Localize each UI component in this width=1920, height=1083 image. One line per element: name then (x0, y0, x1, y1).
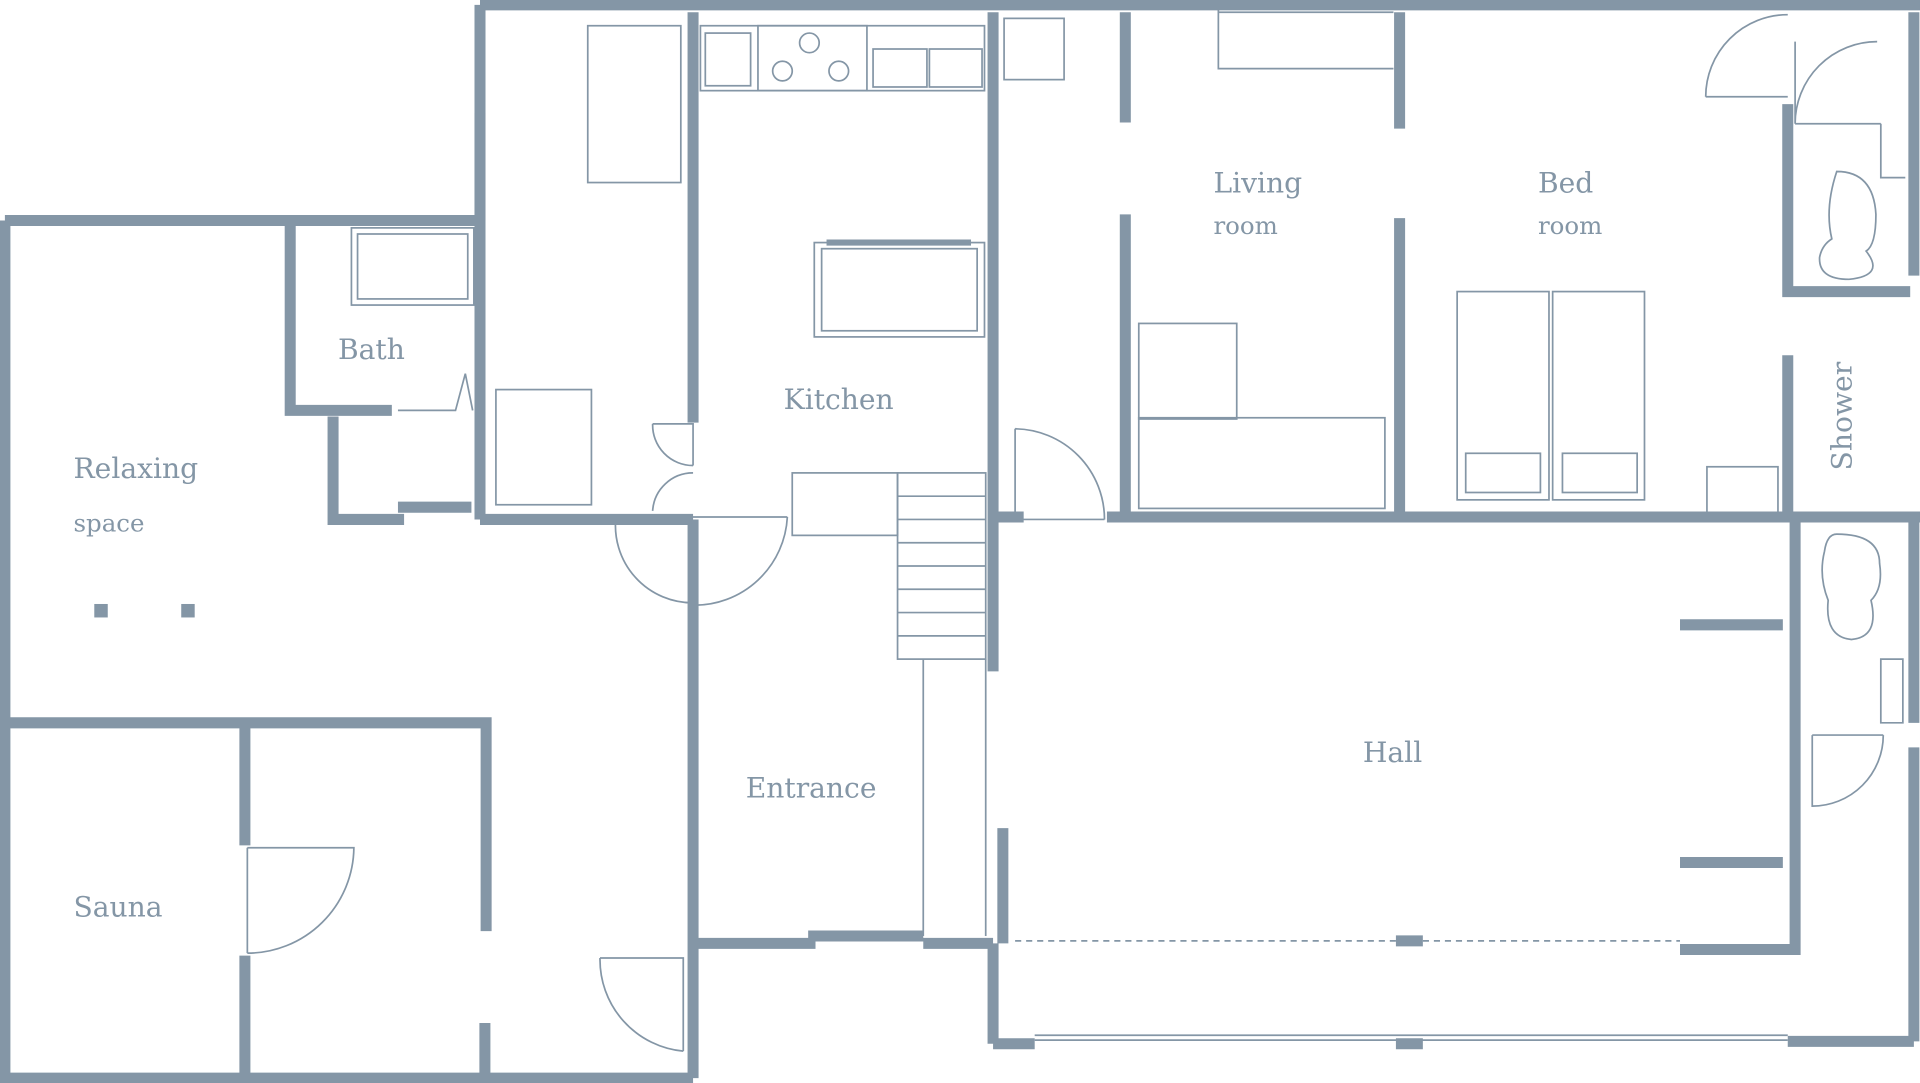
windows (1015, 7, 1788, 1041)
bed-room-label-line2: room (1538, 211, 1602, 240)
doors (246, 13, 1885, 1053)
furniture (94, 17, 1906, 936)
toilet-icon (1821, 533, 1882, 641)
relaxing-space-label-line1: Relaxing (73, 452, 198, 485)
bath-label: Bath (338, 333, 405, 366)
toilet-icon (1818, 170, 1877, 281)
shower-label: Shower (1825, 361, 1858, 470)
entrance-label: Entrance (746, 772, 877, 805)
room-labels: Living room Bed room Bath Kitchen Relaxi… (73, 166, 1858, 923)
kitchen-label: Kitchen (784, 383, 894, 416)
staircase (896, 472, 987, 936)
sauna-label: Sauna (73, 890, 162, 923)
bed-room-label-line1: Bed (1538, 166, 1593, 199)
living-room-label-line2: room (1213, 211, 1277, 240)
relaxing-space-label-line2: space (73, 509, 144, 538)
living-room-label-line1: Living (1213, 166, 1302, 199)
hall-label: Hall (1363, 736, 1422, 769)
